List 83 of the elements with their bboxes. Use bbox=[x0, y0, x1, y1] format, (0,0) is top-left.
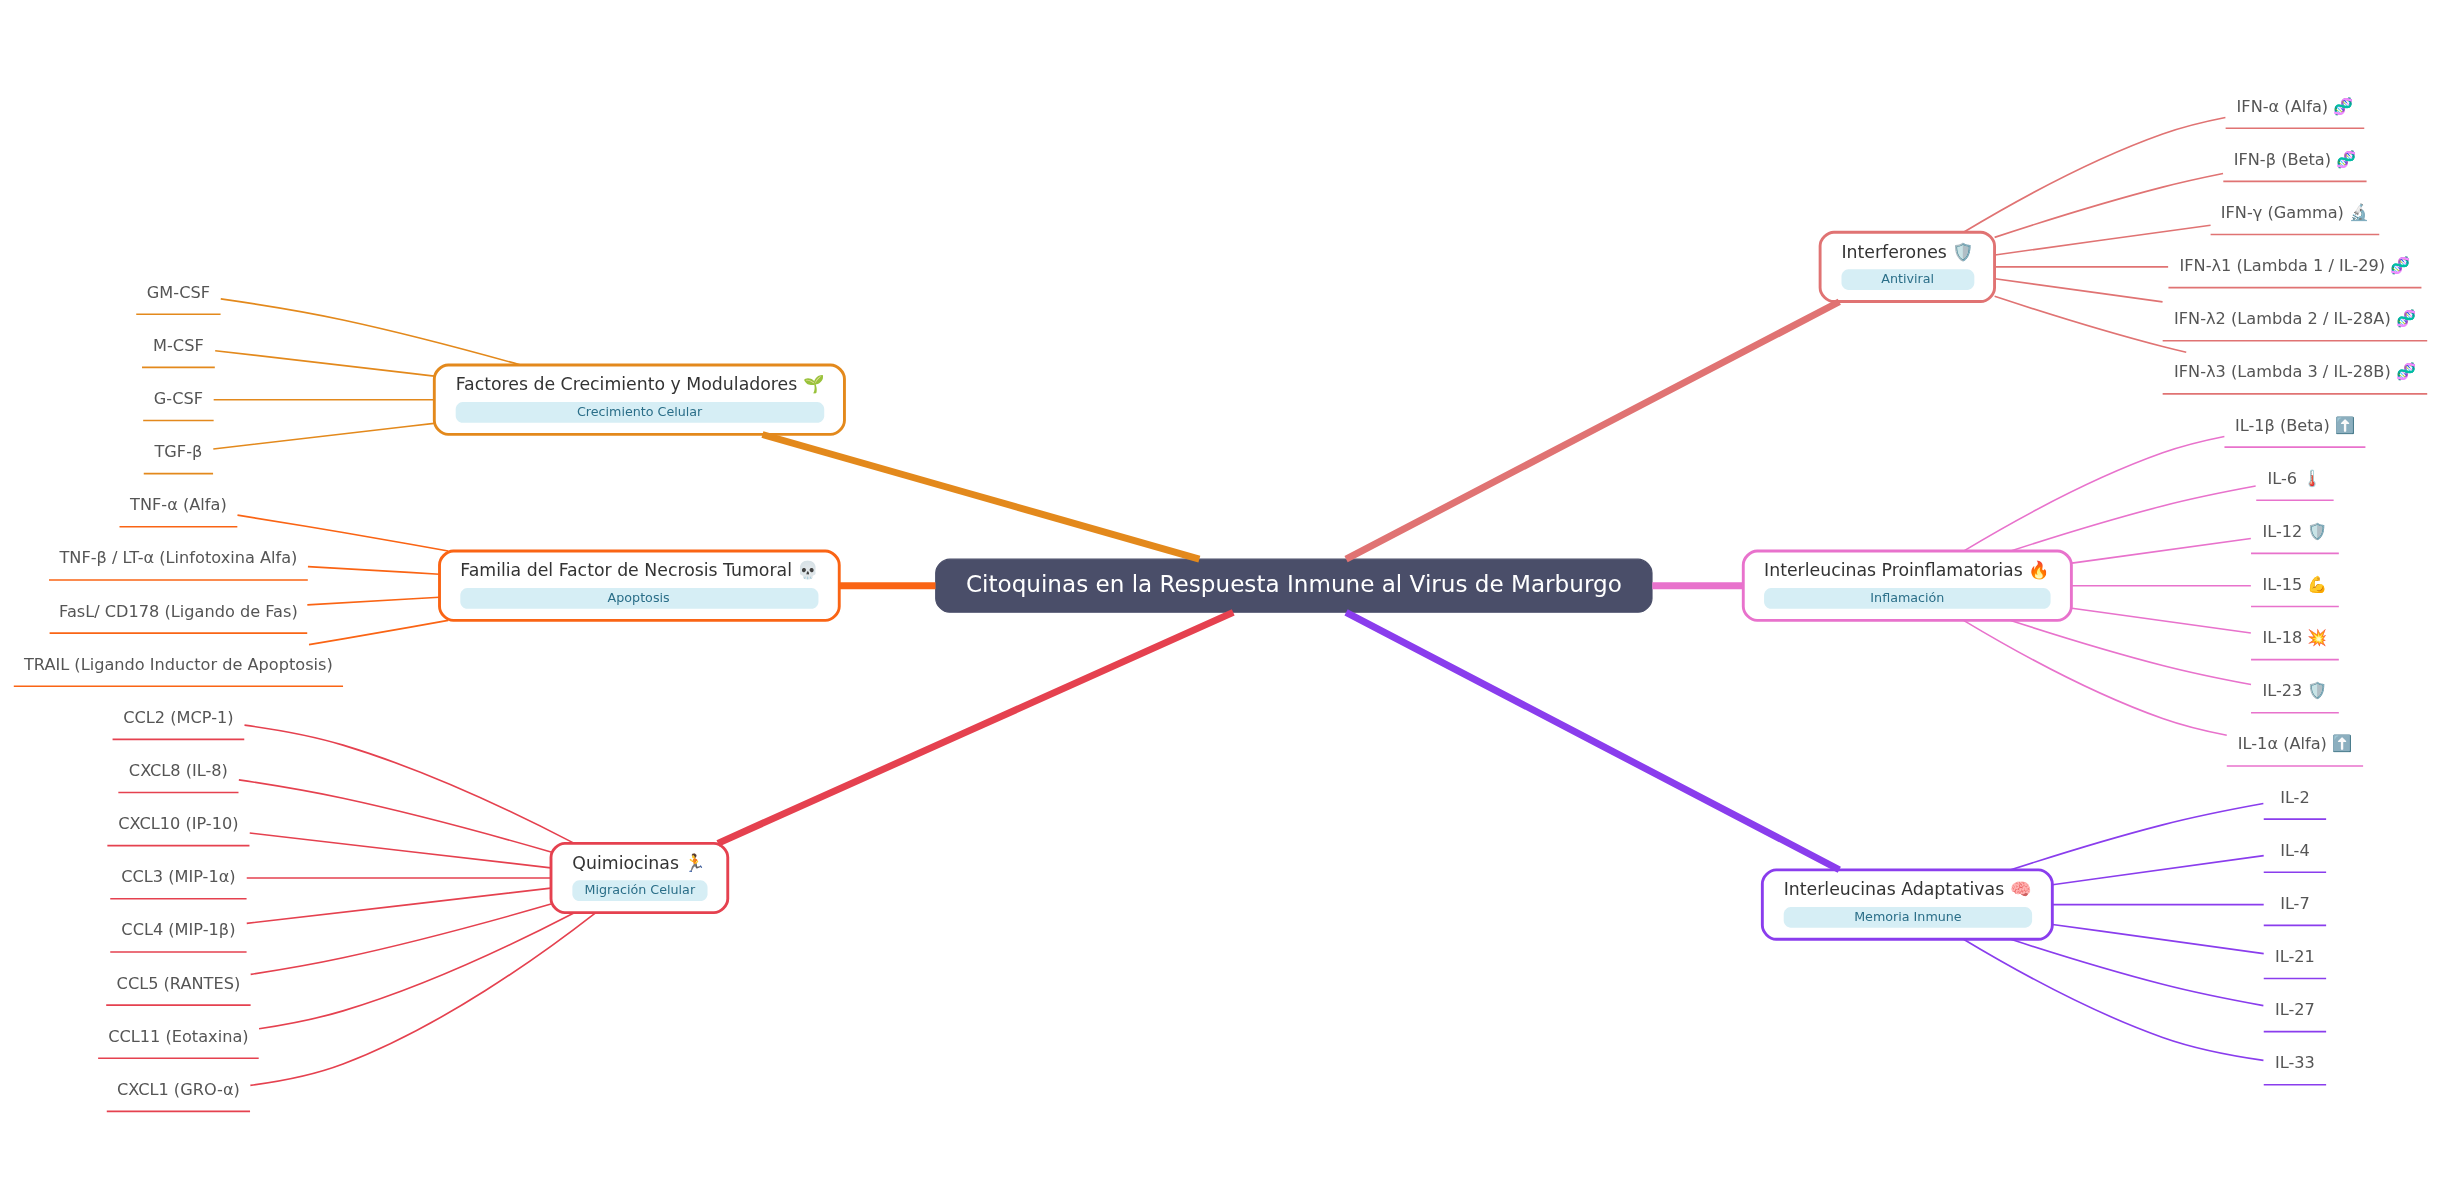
connector bbox=[2009, 938, 2265, 1006]
node-text: G-CSF bbox=[153, 388, 204, 408]
connector bbox=[245, 876, 552, 879]
node-text: IL-33 bbox=[2275, 1052, 2315, 1072]
node-text: CCL11 (Eotaxina) bbox=[108, 1026, 249, 1046]
connector bbox=[2071, 606, 2252, 634]
node-text: M-CSF bbox=[153, 335, 204, 355]
connector bbox=[761, 430, 1201, 562]
connector bbox=[212, 398, 435, 400]
connector bbox=[1994, 277, 2164, 303]
connector bbox=[307, 565, 441, 575]
connector bbox=[308, 619, 449, 645]
connector bbox=[212, 422, 435, 450]
node-text: IL-18 💥 bbox=[2262, 627, 2328, 647]
connector bbox=[1344, 298, 1841, 562]
connector bbox=[1963, 435, 2226, 552]
node-text: FasL/ CD178 (Ligando de Fas) bbox=[59, 601, 298, 621]
node-text: TNF-β / LT-α (Linfotoxina Alfa) bbox=[59, 547, 298, 567]
connector bbox=[236, 513, 449, 552]
connector bbox=[1963, 619, 2228, 736]
node-text: TNF-α (Alfa) bbox=[130, 494, 227, 514]
node-text: IL-2 bbox=[2280, 787, 2310, 807]
node-text: IL-7 bbox=[2280, 893, 2310, 913]
connector bbox=[2071, 584, 2252, 586]
node-text: CXCL10 (IP-10) bbox=[118, 813, 239, 833]
connector bbox=[1963, 116, 2227, 233]
connector bbox=[1993, 295, 2188, 353]
node-text: IL-23 🛡 bbox=[2262, 680, 2328, 700]
node-text: IFN-λ3 (Lambda 3 / IL-28B) 🧬 bbox=[2174, 361, 2416, 381]
node-text: CXCL1 (GRO-α) bbox=[116, 1079, 240, 1099]
node-text: TRAIL (Ligando Inductor de Apoptosis) bbox=[23, 654, 333, 674]
connector bbox=[2071, 537, 2252, 564]
connector bbox=[248, 831, 552, 869]
node-text: IFN-λ1 (Lambda 1 / IL-29) 🧬 bbox=[2179, 255, 2411, 275]
connector bbox=[249, 902, 552, 975]
node-text: CCL2 (MCP-1) bbox=[123, 707, 234, 727]
connector bbox=[2051, 903, 2265, 905]
connector bbox=[716, 608, 1235, 846]
node-text: IFN-α (Alfa) 🧬 bbox=[2236, 96, 2354, 116]
connector bbox=[1963, 938, 2265, 1061]
node-box: Factores de Crecimiento y Moduladores 🌱 Crecimiento Celular bbox=[432, 363, 846, 436]
node-text: CCL4 (MIP-1β) bbox=[121, 919, 236, 939]
connector bbox=[214, 349, 436, 377]
node-text: CXCL8 (IL-8) bbox=[128, 760, 228, 780]
node-text: IFN-λ2 (Lambda 2 / IL-28A) 🧬 bbox=[2174, 308, 2416, 328]
node-box: Interferones 🛡 Antiviral bbox=[1818, 230, 1996, 303]
node-text: CCL3 (MIP-1α) bbox=[121, 866, 236, 886]
node-text: GM-CSF bbox=[146, 282, 210, 302]
node-text: IL-21 bbox=[2275, 946, 2315, 966]
node-text: IL-1α (Alfa) ⬆ bbox=[2237, 733, 2353, 753]
connector bbox=[2051, 923, 2265, 954]
node-box: Quimiocinas 🏃 Migración Celular bbox=[549, 841, 730, 914]
connector bbox=[2051, 854, 2265, 886]
connector bbox=[1652, 581, 1744, 589]
node-box: Interleucinas Proinflamatorias 🔥 Inflamación bbox=[1741, 549, 2073, 622]
node-text: IL-12 🛡 bbox=[2262, 521, 2328, 541]
connector bbox=[1993, 172, 2224, 238]
connector bbox=[1344, 608, 1841, 873]
connector bbox=[238, 778, 552, 853]
node-box: Interleucinas Adaptativas 🧠 Memoria Inmune bbox=[1760, 867, 2054, 941]
node-box: Familia del Factor de Necrosis Tumoral 💀 Apoptosis bbox=[438, 549, 841, 622]
node-text: TGF-β bbox=[154, 441, 203, 461]
connector bbox=[245, 886, 552, 924]
node-text: IFN-β (Beta) 🧬 bbox=[2233, 149, 2357, 169]
node-text: IL-15 💪 bbox=[2262, 574, 2328, 594]
node-text: IL-4 bbox=[2280, 840, 2310, 860]
connector bbox=[249, 911, 596, 1086]
node-text: IL-27 bbox=[2275, 999, 2315, 1019]
connector bbox=[1994, 223, 2212, 256]
node-text: IL-6 🌡 bbox=[2267, 468, 2323, 488]
connector bbox=[1994, 265, 2169, 268]
connector bbox=[219, 297, 522, 366]
connector bbox=[2009, 619, 2252, 685]
node-text: IL-1β (Beta) ⬆ bbox=[2234, 415, 2355, 435]
connector bbox=[839, 581, 936, 589]
node-box: Citoquinas en la Respuesta Inmune al Virus de Marburgo bbox=[935, 558, 1653, 613]
connector bbox=[2009, 484, 2257, 552]
connector bbox=[243, 723, 575, 844]
connector bbox=[2009, 802, 2265, 871]
node-text: IFN-γ (Gamma) 🔬 bbox=[2220, 202, 2370, 222]
node-text: CCL5 (RANTES) bbox=[116, 973, 241, 993]
connector bbox=[258, 911, 575, 1030]
connector bbox=[306, 595, 441, 606]
